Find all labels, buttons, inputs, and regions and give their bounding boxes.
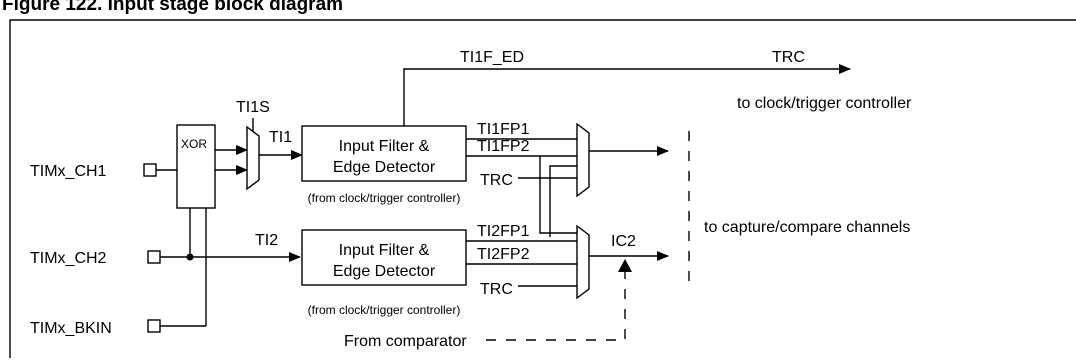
pin-bkin xyxy=(147,319,161,333)
ti1f-ed-label: TI1F_ED xyxy=(460,49,524,66)
input-ch2-label: TIMx_CH2 xyxy=(30,250,107,267)
figure-title: Figure 122. Input stage block diagram xyxy=(2,0,344,15)
wire-ti2fp1-cross xyxy=(549,165,577,237)
pin-ch2 xyxy=(147,250,161,264)
ic2-label: IC2 xyxy=(611,233,636,250)
comparator-arrowhead xyxy=(618,259,632,272)
filter-lower-line1: Input Filter & xyxy=(339,242,430,259)
filter-lower-line2: Edge Detector xyxy=(333,263,436,280)
to-capture-note: to capture/compare channels xyxy=(704,219,910,236)
mux-upper xyxy=(576,122,590,198)
filter-box-lower xyxy=(301,229,467,286)
trc-lower-label: TRC xyxy=(480,281,513,298)
ti2fp2-label: TI2FP2 xyxy=(477,246,530,263)
ti1-label: TI1 xyxy=(269,129,292,146)
trc-out-label: TRC xyxy=(772,49,805,66)
xor-gate xyxy=(176,124,216,209)
ti1fp2-label: TI1FP2 xyxy=(477,138,530,155)
filter-box-upper xyxy=(301,125,467,182)
trc-upper-label: TRC xyxy=(480,172,513,189)
filter-upper-line2: Edge Detector xyxy=(333,159,436,176)
input-bkin-label: TIMx_BKIN xyxy=(30,320,112,337)
ti1fp1-label: TI1FP1 xyxy=(477,121,530,138)
wire-ti1fp2-cross xyxy=(539,156,577,234)
filter-upper-line1: Input Filter & xyxy=(339,138,430,155)
to-clock-trigger-note: to clock/trigger controller xyxy=(737,95,912,112)
from-comparator-label: From comparator xyxy=(344,333,467,350)
ti1s-label: TI1S xyxy=(236,99,270,116)
from-ctrl-lower-note: (from clock/trigger controller) xyxy=(308,303,461,317)
figure-frame xyxy=(9,19,1076,358)
wire-ti1f-ed xyxy=(403,64,851,126)
ti2fp1-label: TI2FP1 xyxy=(477,223,530,240)
ti2-label: TI2 xyxy=(255,232,278,249)
pin-ch1 xyxy=(143,163,157,177)
xor-label: XOR xyxy=(181,137,207,151)
from-ctrl-upper-note: (from clock/trigger controller) xyxy=(308,191,461,205)
ti1s-mux xyxy=(246,125,260,191)
input-ch1-label: TIMx_CH1 xyxy=(30,163,107,180)
mux-lower xyxy=(576,224,590,300)
wire-from-comparator xyxy=(486,260,626,341)
